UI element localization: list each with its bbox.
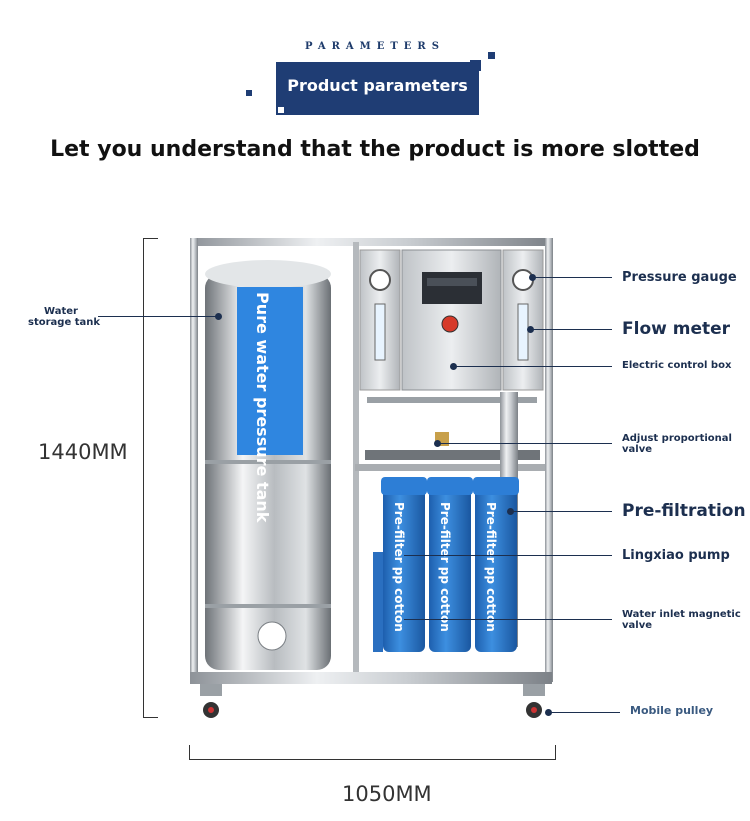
water-storage-tank-dot [215, 313, 222, 320]
water-storage-tank-label: Water storage tank [28, 306, 101, 328]
electric-control-box-leader [456, 366, 612, 367]
adjust-valve-leader [440, 443, 612, 444]
electric-control-box-dot [450, 363, 457, 370]
pressure-gauge-leader [535, 277, 612, 278]
filter-label-1: Pre-filter pp cotton [392, 502, 406, 632]
flow-meter-leader [533, 329, 612, 330]
pre-filtration-dot [507, 508, 514, 515]
flow-meter-dot [527, 326, 534, 333]
tank-label: Pure water pressure tank [253, 292, 272, 523]
height-dimension-line [143, 238, 144, 718]
adjust-valve-dot [434, 440, 441, 447]
width-dimension-line [189, 759, 556, 760]
mobile-pulley-leader [551, 712, 620, 713]
width-dimension-tick-right [555, 745, 556, 760]
decor-square [488, 52, 495, 59]
mobile-pulley-dot [545, 709, 552, 716]
width-dimension-tick-left [189, 745, 190, 760]
section-kicker: PARAMETERS [305, 41, 445, 52]
height-dimension-tick-top [143, 238, 158, 239]
decor-square [276, 105, 286, 115]
pressure-gauge-dot [529, 274, 536, 281]
electric-control-box-label: Electric control box [622, 360, 732, 371]
adjust-valve-label: Adjust proportional valve [622, 433, 732, 455]
inlet-valve-label: Water inlet magnetic valve [622, 609, 741, 631]
water-purifier-machine-illustration [190, 238, 553, 718]
inlet-valve-leader [404, 619, 612, 620]
lingxiao-pump-label: Lingxiao pump [622, 548, 730, 563]
decor-square [246, 90, 252, 96]
height-dimension-tick-bottom [143, 717, 158, 718]
pre-filtration-label: Pre-filtration [622, 501, 746, 521]
height-dimension-label: 1440MM [38, 440, 128, 464]
width-dimension-label: 1050MM [342, 782, 432, 806]
pressure-gauge-label: Pressure gauge [622, 270, 737, 285]
filter-label-2: Pre-filter pp cotton [438, 502, 452, 632]
filter-label-3: Pre-filter pp cotton [484, 502, 498, 632]
pre-filtration-leader [513, 511, 612, 512]
section-banner [276, 62, 479, 115]
mobile-pulley-label: Mobile pulley [630, 704, 714, 717]
lingxiao-pump-leader [404, 555, 612, 556]
page-headline: Let you understand that the product is m… [50, 137, 700, 162]
banner-title: Product parameters [287, 76, 468, 95]
water-storage-tank-leader [98, 316, 218, 317]
flow-meter-label: Flow meter [622, 319, 731, 339]
